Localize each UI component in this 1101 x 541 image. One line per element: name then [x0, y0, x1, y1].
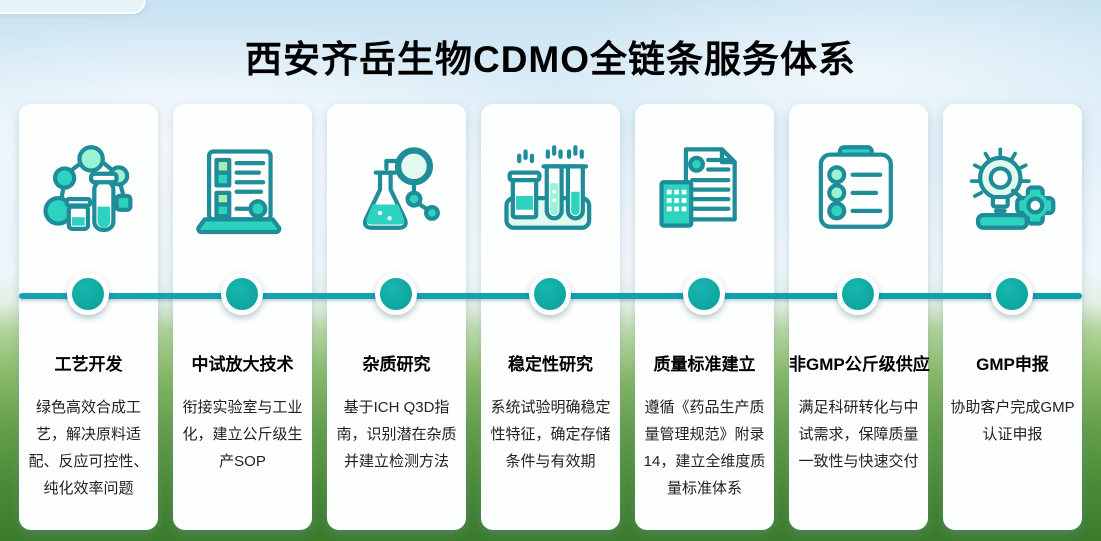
- service-cards-row: 工艺开发 绿色高效合成工艺，解决原料适配、反应可控性、纯化效率问题 中试放大技术…: [19, 104, 1082, 530]
- card-title: 质量标准建立: [653, 355, 756, 374]
- service-card-process-dev: 工艺开发 绿色高效合成工艺，解决原料适配、反应可控性、纯化效率问题: [19, 104, 158, 530]
- timeline-dot-7: [991, 273, 1033, 315]
- page-title: 西安齐岳生物CDMO全链条服务体系: [244, 38, 857, 80]
- card-title: 中试放大技术: [191, 355, 294, 374]
- card-title: GMP申报: [976, 355, 1049, 374]
- card-description: 满足科研转化与中试需求，保障质量一致性与快速交付: [798, 399, 919, 470]
- molecule-testtube-icon: [19, 138, 158, 254]
- gear-shape: [1014, 185, 1055, 226]
- flask-magnifier-icon: [327, 138, 466, 254]
- service-card-pilot-scaleup: 中试放大技术 衔接实验室与工业化，建立公斤级生产SOP: [173, 104, 312, 530]
- scaleup-board-icon: [173, 138, 312, 254]
- service-card-impurity: 杂质研究 基于ICH Q3D指南，识别潜在杂质并建立检测方法: [327, 104, 466, 530]
- timeline-dot-6: [837, 273, 879, 315]
- bulb-gear-icon: [943, 138, 1082, 254]
- card-description: 衔接实验室与工业化，建立公斤级生产SOP: [182, 399, 303, 470]
- service-card-stability: 稳定性研究 系统试验明确稳定性特征，确定存储条件与有效期: [481, 104, 620, 530]
- timeline-dot-2: [221, 273, 263, 315]
- timeline-dot-3: [375, 273, 417, 315]
- testtube-rack-icon: [481, 138, 620, 254]
- timeline-dot-5: [683, 273, 725, 315]
- card-description: 系统试验明确稳定性特征，确定存储条件与有效期: [490, 399, 611, 470]
- service-card-quality-standard: 质量标准建立 遵循《药品生产质量管理规范》附录14，建立全维度质量标准体系: [635, 104, 774, 530]
- service-card-nongmp-supply: 非GMP公斤级供应 满足科研转化与中试需求，保障质量一致性与快速交付: [789, 104, 930, 530]
- cloud-card-decoration: [0, 0, 146, 14]
- card-description: 协助客户完成GMP认证申报: [950, 399, 1075, 443]
- card-title: 工艺开发: [54, 355, 123, 374]
- card-description: 绿色高效合成工艺，解决原料适配、反应可控性、纯化效率问题: [28, 399, 149, 497]
- card-description: 遵循《药品生产质量管理规范》附录14，建立全维度质量标准体系: [643, 399, 766, 497]
- card-title: 杂质研究: [362, 355, 431, 374]
- service-card-gmp-filing: GMP申报 协助客户完成GMP认证申报: [943, 104, 1082, 530]
- card-title: 稳定性研究: [508, 355, 593, 374]
- document-building-icon: [635, 138, 774, 254]
- timeline-dot-4: [529, 273, 571, 315]
- clipboard-checklist-icon: [789, 138, 928, 254]
- timeline-dot-1: [67, 273, 109, 315]
- card-title: 非GMP公斤级供应: [789, 355, 930, 374]
- card-description: 基于ICH Q3D指南，识别潜在杂质并建立检测方法: [336, 399, 457, 470]
